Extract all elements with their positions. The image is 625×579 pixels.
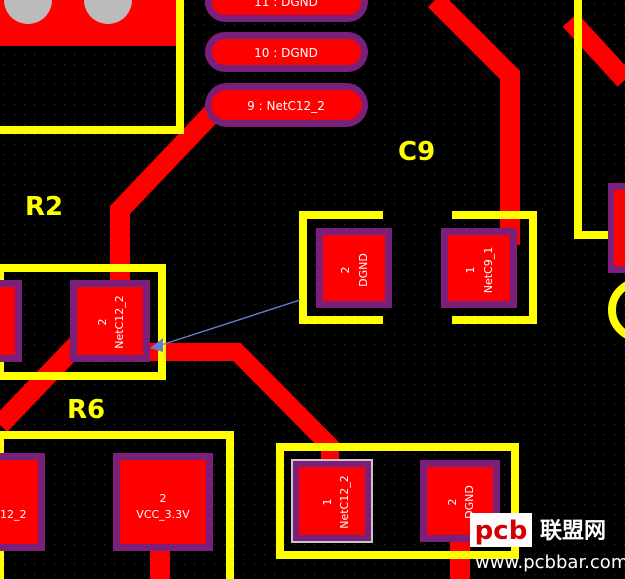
ic-pin-11[interactable]: 11 : DGND <box>205 0 368 22</box>
r6-pad-1-net: 12_2 <box>0 508 27 521</box>
silk-c12-outline <box>276 443 519 559</box>
watermark-logo-box <box>470 513 532 547</box>
c12-pad-2-net: DGND <box>463 485 476 519</box>
watermark-url: www.pcbbar.com <box>475 552 625 573</box>
ic-pin-11-label: 11 : DGND <box>254 0 318 9</box>
r2-pad-1[interactable] <box>0 280 22 362</box>
c9-pad-2-number: 2 <box>339 267 352 274</box>
right-edge-pad[interactable] <box>608 183 625 273</box>
c12-pad-2-number: 2 <box>446 499 459 506</box>
ratsnest-connection <box>150 299 301 352</box>
designator-r6[interactable]: R6 <box>67 395 105 425</box>
r6-pad-2-number: 2 <box>160 492 167 505</box>
c12-pad-1-number: 1 <box>321 499 334 506</box>
silk-c9-left <box>299 211 383 324</box>
ic-pin-10-label: 10 : DGND <box>254 46 318 60</box>
r6-pad-2[interactable]: 2 VCC_3.3V <box>113 453 213 551</box>
silk-r6-outline <box>0 431 234 579</box>
r2-pad-2[interactable]: 2 NetC12_2 <box>70 280 150 362</box>
r2-pad-2-number: 2 <box>96 319 109 326</box>
watermark-logo-text: pcb <box>475 516 528 546</box>
c12-pad-1[interactable]: 1 NetC12_2 <box>291 459 373 543</box>
r6-pad-1[interactable]: 12_2 <box>0 453 45 551</box>
ratsnest-arrow-icon <box>150 338 163 352</box>
watermark-cn-text: 联盟网 <box>540 519 606 544</box>
silk-right-circle <box>608 281 625 339</box>
watermark: pcb 联盟网 www.pcbbar.com <box>470 513 625 573</box>
c9-pad-1-number: 1 <box>464 267 477 274</box>
ic-pin-10[interactable]: 10 : DGND <box>205 32 368 72</box>
c9-pad-2[interactable]: 2 DGND <box>316 228 392 308</box>
c12-pad-1-net: NetC12_2 <box>338 475 351 529</box>
ic-pin-9-label: 9 : NetC12_2 <box>247 99 325 113</box>
designator-r2[interactable]: R2 <box>25 192 63 222</box>
silk-top-left-outline <box>0 0 184 134</box>
c9-pad-2-net: DGND <box>357 253 370 287</box>
designator-c9[interactable]: C9 <box>398 137 435 167</box>
r6-pad-2-net: VCC_3.3V <box>136 508 190 521</box>
mounting-hole-2 <box>84 0 132 24</box>
r2-pad-2-net: NetC12_2 <box>113 295 126 349</box>
mounting-hole-1 <box>4 0 52 24</box>
trace-r2-c12 <box>150 343 339 468</box>
trace-stub-c12 <box>450 540 470 579</box>
ic-pin-9[interactable]: 9 : NetC12_2 <box>205 83 368 127</box>
silk-r2-outline <box>0 264 166 380</box>
c9-pad-1[interactable]: 1 NetC9_1 <box>441 228 517 308</box>
trace-c9-pad1 <box>427 0 520 245</box>
silk-c9-right <box>452 211 537 324</box>
c9-pad-1-net: NetC9_1 <box>482 247 495 294</box>
